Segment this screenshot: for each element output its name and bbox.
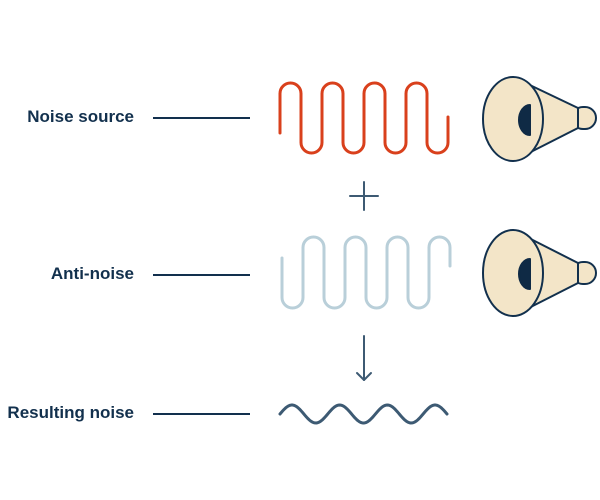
noise-source-wave <box>278 81 450 155</box>
loudspeaker-icon <box>482 76 597 162</box>
loudspeaker-icon <box>482 229 597 317</box>
resulting-noise-wave <box>278 403 449 425</box>
noise-source-label: Noise source <box>27 107 134 126</box>
anti-noise-label: Anti-noise <box>50 264 134 283</box>
anti-noise-wave <box>280 235 452 310</box>
arrow-down-icon <box>356 335 372 381</box>
resulting-noise-label: Resulting noise <box>7 403 134 422</box>
plus-icon <box>349 181 379 211</box>
